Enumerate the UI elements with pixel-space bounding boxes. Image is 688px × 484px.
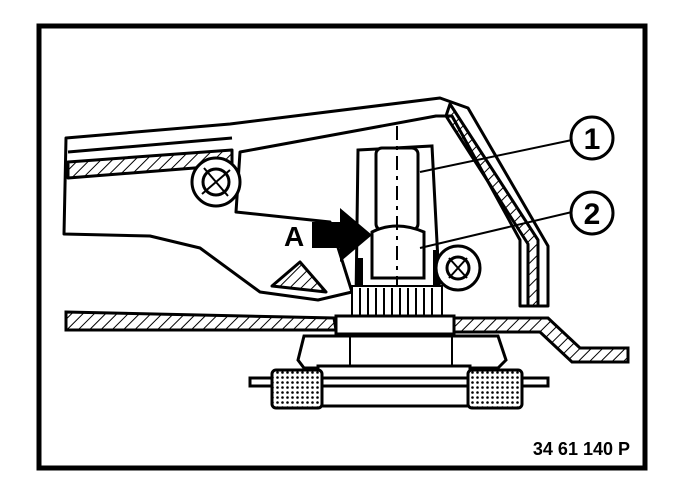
arrow-label: A (284, 221, 304, 252)
callout-leaders (419, 139, 573, 249)
callout-1: 1 (569, 115, 615, 161)
diagram-frame (36, 23, 648, 471)
grommet (248, 364, 550, 410)
callout-2-label: 2 (584, 198, 601, 231)
hex-nut (296, 334, 508, 370)
knurled-wheel (351, 285, 443, 319)
callout-2: 2 (569, 190, 615, 236)
bushing-right (434, 244, 482, 292)
callout-1-label: 1 (584, 123, 601, 156)
base-plate (64, 310, 630, 364)
arrow-a (312, 208, 372, 262)
reference-code: 34 61 140 P (533, 439, 630, 459)
bushing-left (190, 156, 242, 208)
